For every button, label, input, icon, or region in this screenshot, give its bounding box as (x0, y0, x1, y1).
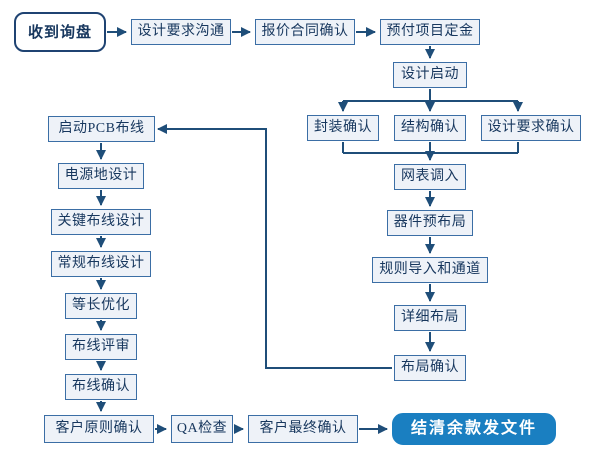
node-placement-confirm[interactable]: 布局确认 (394, 355, 466, 381)
node-design-requirements-communication[interactable]: 设计要求沟通 (131, 19, 231, 45)
node-design-requirement-confirm[interactable]: 设计要求确认 (481, 115, 581, 141)
node-received-inquiry[interactable]: 收到询盘 (14, 12, 106, 52)
node-customer-principle-confirm[interactable]: 客户原则确认 (44, 415, 154, 443)
node-customer-final-confirm[interactable]: 客户最终确认 (248, 415, 358, 443)
edge-n05-fanout (343, 89, 518, 102)
node-quotation-contract-confirm[interactable]: 报价合同确认 (255, 19, 355, 45)
node-qa-check[interactable]: QA检查 (171, 415, 233, 443)
node-power-ground-design[interactable]: 电源地设计 (58, 163, 144, 189)
node-rule-import-and-channel[interactable]: 规则导入和通道 (372, 257, 488, 283)
node-regular-routing-design[interactable]: 常规布线设计 (51, 251, 151, 277)
node-design-kickoff[interactable]: 设计启动 (393, 62, 467, 88)
node-prepay-project-deposit[interactable]: 预付项目定金 (380, 19, 480, 45)
node-detailed-placement[interactable]: 详细布局 (394, 305, 466, 331)
node-critical-routing-design[interactable]: 关键布线设计 (51, 209, 151, 235)
node-footprint-confirm[interactable]: 封装确认 (307, 115, 379, 141)
edge-n13-n14-feedback (165, 128, 392, 369)
node-routing-review[interactable]: 布线评审 (65, 334, 137, 360)
node-settle-balance-deliver-files[interactable]: 结清余款发文件 (392, 413, 556, 445)
node-netlist-import[interactable]: 网表调入 (394, 164, 466, 190)
node-length-matching-optimization[interactable]: 等长优化 (65, 293, 137, 319)
node-start-pcb-routing[interactable]: 启动PCB布线 (48, 116, 155, 142)
node-routing-confirm[interactable]: 布线确认 (65, 374, 137, 400)
node-component-pre-placement[interactable]: 器件预布局 (387, 210, 473, 236)
node-structure-confirm[interactable]: 结构确认 (394, 115, 466, 141)
